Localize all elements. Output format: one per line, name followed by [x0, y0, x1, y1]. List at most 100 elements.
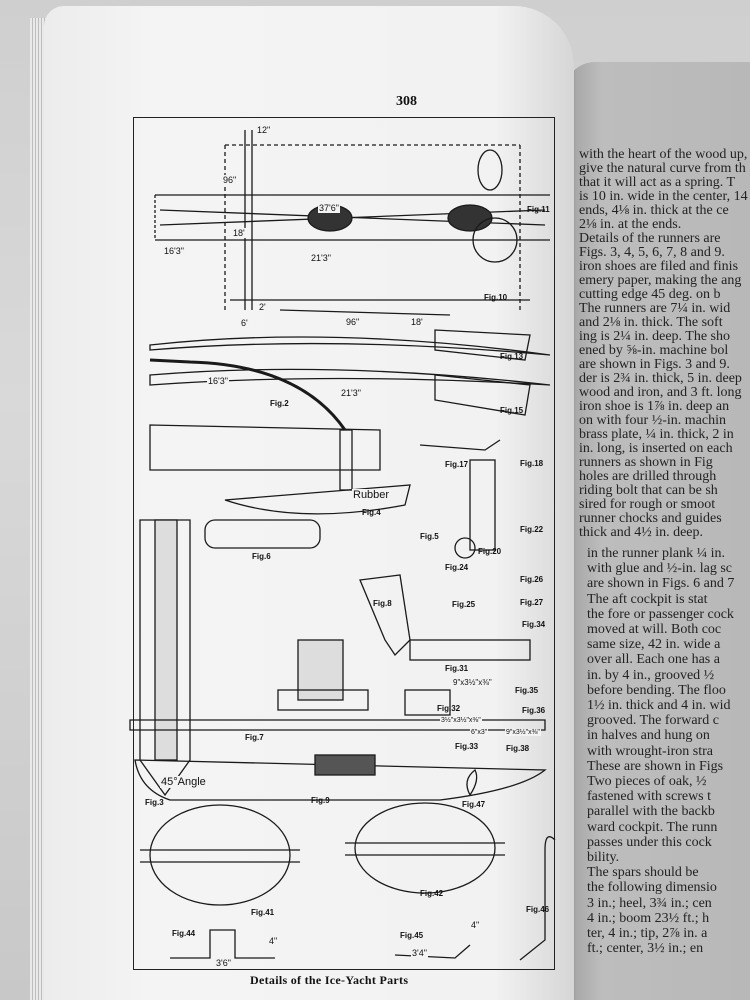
dimension-label: 37'6" — [318, 203, 340, 213]
text-line: ened by ⅝-in. machine bol — [579, 343, 729, 358]
dimension-label: 16'3" — [207, 376, 229, 386]
dimension-label: 45°Angle — [160, 776, 207, 788]
dimension-label: 96" — [222, 175, 238, 185]
figure-label: Fig.7 — [245, 733, 264, 742]
figure-label: Fig.46 — [526, 905, 550, 914]
figure-label: Fig.35 — [515, 686, 539, 695]
text-line: These are shown in Figs — [587, 758, 724, 774]
text-line: Two pieces of oak, ½ — [587, 774, 707, 790]
backbone-drawing — [149, 336, 551, 386]
text-line: the following dimensio — [587, 880, 717, 896]
text-line: in halves and hung on — [587, 728, 710, 744]
text-line: in. by 4 in., grooved ½ — [587, 667, 715, 683]
text-line: sired for rough or smoot — [579, 497, 716, 512]
dimension-label: 16'3" — [163, 246, 185, 256]
text-line: in the runner plank ¼ in. — [587, 546, 726, 561]
figure-label: Fig.27 — [520, 598, 544, 607]
text-line: iron shoe is 1⅞ in. deep an — [579, 399, 730, 414]
text-line: passes under this cock — [587, 834, 712, 850]
text-line: runner chocks and guides — [579, 511, 722, 526]
figure-label: Fig.18 — [520, 459, 544, 468]
text-line: bility. — [587, 850, 620, 866]
text-line: wood and iron, and 3 ft. long — [579, 385, 742, 400]
text-line: give the natural curve from th — [579, 161, 746, 176]
figure-label: Fig.42 — [420, 889, 444, 898]
figure-label: Fig.24 — [445, 563, 469, 572]
text-line: The aft cockpit is stat — [587, 591, 708, 607]
text-line: ends, 4⅛ in. thick at the ce — [579, 203, 729, 218]
figure-label: Fig.20 — [478, 547, 502, 556]
text-line: runners as shown in Fig — [579, 455, 713, 470]
text-line: riding bolt that can be sh — [579, 483, 718, 498]
dimension-label: 96" — [345, 317, 361, 327]
right-page-text-top: with the heart of the wood up,give the n… — [579, 148, 749, 540]
right-page-text-bottom: in the runner plank ¼ in.with glue and ½… — [587, 546, 750, 956]
text-line: are shown in Figs. 6 and 7 — [587, 576, 735, 592]
illustration-frame — [133, 117, 555, 970]
text-line: are shown in Figs. 3 and 9. — [579, 357, 730, 372]
text-line: fastened with screws t — [587, 789, 712, 805]
text-line: 3 in.; heel, 3¾ in.; cen — [587, 895, 712, 911]
text-line: over all. Each one has a — [587, 652, 720, 668]
figure-label: Fig.11 — [527, 205, 550, 214]
figure-label: Fig.26 — [520, 575, 544, 584]
figure-label: Fig.17 — [445, 460, 469, 469]
right-page: with the heart of the wood up,give the n… — [565, 62, 750, 1000]
text-line: The spars should be — [587, 865, 699, 881]
text-line: 1½ in. thick and 4 in. wid — [587, 698, 731, 714]
figure-label: Fig.4 — [362, 508, 381, 517]
figure-label: Fig.44 — [172, 929, 196, 938]
text-line: Figs. 3, 4, 5, 6, 7, 8 and 9. — [579, 245, 725, 260]
dimension-label: 6"x3" — [470, 729, 489, 736]
text-line: iron shoes are filed and finis — [579, 259, 739, 274]
dimension-label: 21'3" — [310, 253, 332, 263]
dimension-label: 4" — [268, 936, 279, 946]
figure-label: Fig.13 — [500, 352, 524, 361]
figure-label: Fig.2 — [270, 399, 289, 408]
figure-label: Fig.34 — [522, 620, 546, 629]
text-line: ter, 4 in.; tip, 2⅞ in. a — [587, 926, 708, 942]
text-line: brass plate, ¼ in. thick, 2 in — [579, 427, 734, 442]
left-page — [44, 6, 574, 1000]
text-line: holes are drilled through — [579, 469, 717, 484]
text-line: on with four ½-in. machin — [579, 413, 726, 428]
text-line: 2⅛ in. at the ends. — [579, 217, 682, 232]
dimension-label: 18' — [410, 317, 424, 327]
text-line: the fore or passenger cock — [587, 606, 734, 622]
dimension-label: 12" — [256, 125, 272, 135]
figure-label: Fig.5 — [420, 532, 439, 541]
text-line: same size, 42 in. wide a — [587, 637, 721, 653]
figure-label: Fig.3 — [145, 798, 164, 807]
dimension-label: Rubber — [352, 489, 391, 501]
text-line: with glue and ½-in. lag sc — [587, 561, 733, 577]
text-line: ft.; center, 3½ in.; en — [587, 941, 704, 957]
text-line: ward cockpit. The runn — [587, 819, 718, 835]
figure-label: Fig.45 — [400, 931, 424, 940]
figure-label: Fig.38 — [506, 744, 530, 753]
text-line: moved at will. Both coc — [587, 622, 722, 638]
text-line: before bending. The floo — [587, 682, 726, 698]
dimension-label: 9"x3½"x⅜" — [505, 729, 541, 736]
text-line: in. long, is inserted on each — [579, 441, 733, 456]
dimension-label: 2' — [258, 302, 267, 312]
figure-label: Fig.31 — [445, 664, 469, 673]
text-line: der is 2¾ in. thick, 5 in. deep — [579, 371, 742, 386]
figure-label: Fig.9 — [311, 796, 330, 805]
figure-label: Fig.8 — [373, 599, 392, 608]
figure-caption: Details of the Ice-Yacht Parts — [250, 973, 409, 987]
text-line: ing is 2¼ in. deep. The sho — [579, 329, 731, 344]
text-line: that it will act as a spring. T — [579, 175, 736, 190]
figure-label: Fig.25 — [452, 600, 476, 609]
dimension-label: 3'6" — [215, 958, 232, 968]
text-line: grooved. The forward c — [587, 713, 719, 729]
text-line: with wrought-iron stra — [587, 743, 713, 759]
figure-label: Fig.33 — [455, 742, 479, 751]
figure-label: Fig.6 — [252, 552, 271, 561]
text-line: and 2⅛ in. thick. The soft — [579, 315, 723, 330]
text-line: emery paper, making the ang — [579, 273, 742, 288]
figure-label: Fig.15 — [500, 406, 524, 415]
figure-label: Fig.41 — [251, 908, 275, 917]
dimension-label: 9"x3½"x⅜" — [452, 678, 493, 687]
figure-label: Fig.10 — [484, 293, 508, 302]
